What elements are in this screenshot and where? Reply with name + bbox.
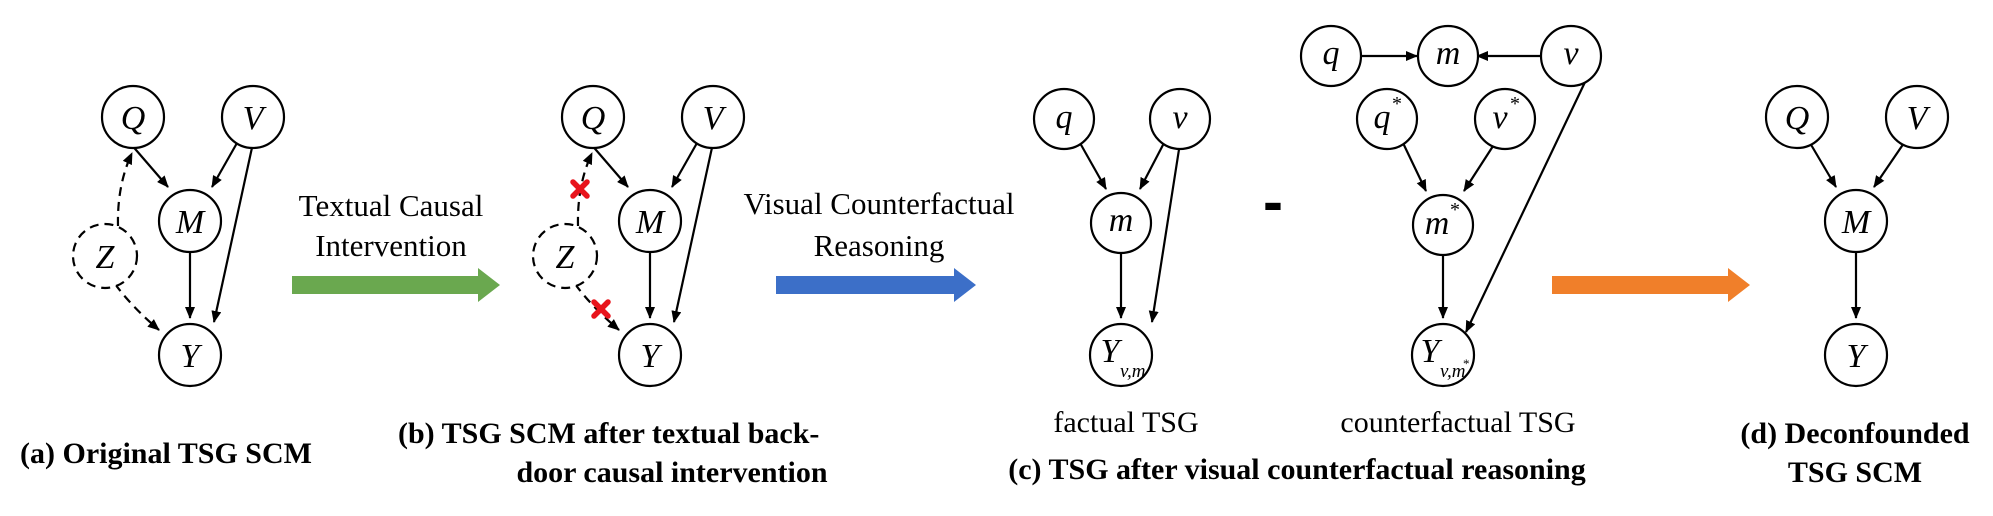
panel-d: Q V M Y (d) Deconfounded TSG SCM (1740, 84, 1970, 489)
edge-q-m (589, 142, 629, 188)
node-y-sub-star: * (1463, 356, 1470, 371)
node-y-label: Y (1847, 338, 1869, 375)
panel-c-factual: q v m Y v,m factual TSG (1032, 87, 1212, 439)
counterfactual-tsg-label: counterfactual TSG (1340, 406, 1575, 439)
node-q-label: Q (581, 100, 606, 137)
node-z (531, 222, 599, 290)
star-superscript: * (1392, 93, 1402, 115)
edge-v-m (1873, 142, 1905, 188)
panel-c-counterfactual: q m v q * v * m * Y v,m * counterfactual… (1299, 24, 1603, 439)
arrow-ab-label-2: Intervention (315, 228, 467, 263)
cross-icon (570, 179, 590, 199)
node-q-label: q (1323, 35, 1340, 72)
edge-q-m (1079, 142, 1107, 190)
node-v-label: v (1172, 99, 1188, 136)
node-q-star-label: q (1374, 99, 1391, 136)
node-y-subscript: v,m (1120, 361, 1146, 382)
node-v-star-label: v (1492, 99, 1508, 136)
node-v (1884, 84, 1950, 150)
edge-qstar-mstar (1402, 142, 1427, 192)
panel-a: Q V M Z Y (a) Original TSG SCM (20, 84, 312, 470)
cross-icon (591, 299, 611, 319)
node-q (1764, 84, 1830, 150)
node-q-label: q (1056, 99, 1073, 136)
node-m-star-label: m (1425, 205, 1450, 242)
edge-q-m (1809, 142, 1837, 188)
star-superscript: * (1450, 199, 1460, 221)
edge-q-m (129, 142, 169, 188)
minus-sign: - (1263, 168, 1283, 235)
arrow-ab-label-1: Textual Causal (299, 188, 484, 223)
node-m (157, 188, 223, 254)
node-v-label: v (1563, 35, 1579, 72)
node-q (1032, 87, 1096, 151)
node-q (1299, 24, 1363, 88)
node-v (220, 84, 286, 150)
edge-v-m (1139, 142, 1165, 190)
node-m-star (1411, 193, 1475, 257)
node-m (1823, 188, 1889, 254)
node-q-label: Q (121, 100, 146, 137)
node-q (100, 84, 166, 150)
caption-c: (c) TSG after visual counterfactual reas… (1008, 453, 1585, 486)
arrow-cd-shape (1552, 268, 1750, 302)
arrow-textual-intervention: Textual Causal Intervention (292, 188, 500, 302)
edge-v-m (211, 142, 238, 188)
node-y-label: Y (1421, 333, 1443, 370)
node-y-label: Y (1101, 333, 1123, 370)
node-m (617, 188, 683, 254)
node-y (1823, 322, 1889, 388)
node-m-label: M (635, 204, 666, 241)
edge-z-y (114, 283, 160, 331)
node-m-label: m (1109, 202, 1134, 239)
edge-v-y (671, 142, 715, 323)
node-m-label: M (1841, 204, 1872, 241)
node-m (1089, 191, 1153, 255)
node-q (560, 84, 626, 150)
edge-v-y (211, 142, 255, 323)
edge-v-m (671, 142, 698, 188)
edge-v-y (1148, 142, 1182, 323)
caption-a: (a) Original TSG SCM (20, 437, 312, 470)
panel-b: Q V M Z Y (b) TSG SCM after textual back… (398, 84, 828, 489)
caption-b-line2: door causal intervention (516, 456, 827, 489)
star-superscript: * (1510, 93, 1520, 115)
node-m-label: m (1436, 35, 1461, 72)
node-z-label: Z (556, 239, 576, 276)
node-y-subscript: v,m (1440, 361, 1466, 382)
caption-d-line2: TSG SCM (1788, 456, 1922, 489)
node-v-star (1473, 87, 1537, 151)
node-z-label: Z (96, 239, 116, 276)
node-y-label: Y (181, 338, 203, 375)
node-z (71, 222, 139, 290)
caption-b-line1: (b) TSG SCM after textual back- (398, 417, 819, 450)
caption-d-line1: (d) Deconfounded (1740, 417, 1970, 450)
edge-v-ystar (1465, 79, 1587, 333)
arrow-visual-counterfactual: Visual Counterfactual Reasoning (743, 186, 1015, 302)
node-v (680, 84, 746, 150)
arrow-bc-label-2: Reasoning (814, 228, 945, 263)
arrow-bc-shape (776, 268, 976, 302)
node-y (617, 322, 683, 388)
node-y-vm (1088, 322, 1154, 388)
node-m-label: M (175, 204, 206, 241)
arrow-bc-label-1: Visual Counterfactual (743, 186, 1014, 221)
node-y-label: Y (641, 338, 663, 375)
node-v (1539, 24, 1603, 88)
node-v (1148, 87, 1212, 151)
node-q-label: Q (1785, 100, 1810, 137)
node-y-vmstar (1410, 322, 1476, 388)
factual-tsg-label: factual TSG (1053, 406, 1198, 439)
arrow-ab-shape (292, 268, 500, 302)
node-m (1416, 24, 1480, 88)
node-q-star (1355, 87, 1419, 151)
node-y (157, 322, 223, 388)
edge-z-q (116, 152, 133, 227)
edge-vstar-mstar (1463, 142, 1496, 192)
edge-z-y (574, 283, 620, 331)
